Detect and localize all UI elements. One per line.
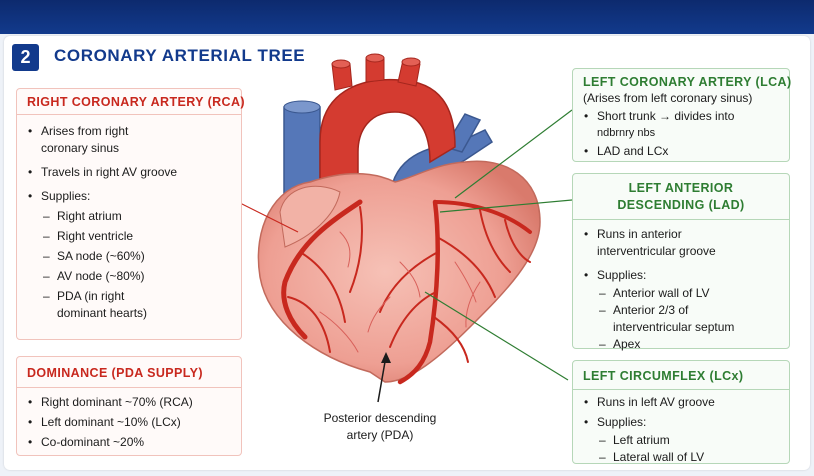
- lcx-box: LEFT CIRCUMFLEX (LCx) Runs in left AV gr…: [572, 360, 790, 464]
- lca-item-trunk: Short trunk → divides into ndbrnry nbs: [583, 108, 779, 142]
- rca-supply-right-atrium: Right atrium: [27, 208, 231, 225]
- lca-subtitle: (Arises from left coronary sinus): [573, 91, 789, 106]
- rca-supply-av-node: AV node (~80%): [27, 268, 231, 285]
- rca-pda-line1: PDA (in right: [57, 289, 124, 303]
- rca-arises-line1: Arises from right: [41, 124, 128, 138]
- lcx-item-runs: Runs in left AV groove: [583, 394, 779, 411]
- lca-pointer-line: [455, 110, 572, 198]
- rca-supply-pda: PDA (in right dominant hearts): [27, 288, 231, 322]
- rca-title: RIGHT CORONARY ARTERY (RCA): [17, 89, 241, 115]
- lad-septum-line2: interventricular septum: [613, 319, 779, 336]
- rca-arises-line2: coronary sinus: [41, 140, 231, 157]
- rca-pda-line2: dominant hearts): [57, 305, 231, 322]
- lcx-supply-lateral-wall: Lateral wall of LV: [583, 449, 779, 466]
- rca-item-travels: Travels in right AV groove: [27, 164, 231, 181]
- lad-runs-line2: interventricular groove: [597, 243, 779, 260]
- lad-title: LEFT ANTERIOR DESCENDING (LAD): [573, 174, 789, 220]
- lcx-title: LEFT CIRCUMFLEX (LCx): [573, 361, 789, 390]
- lad-supply-anterior-wall: Anterior wall of LV: [583, 285, 779, 302]
- dominance-co: Co-dominant ~20%: [27, 434, 231, 451]
- pda-label-line2: artery (PDA): [300, 427, 460, 444]
- rca-item-supplies: Supplies:: [27, 188, 231, 205]
- dominance-title: DOMINANCE (PDA SUPPLY): [17, 357, 241, 388]
- rca-list: Arises from right coronary sinus Travels …: [17, 115, 241, 322]
- lad-supply-apex: Apex: [583, 336, 779, 353]
- lca-title: LEFT CORONARY ARTERY (LCA): [573, 69, 789, 91]
- rca-box: RIGHT CORONARY ARTERY (RCA) Arises from …: [16, 88, 242, 340]
- dominance-right: Right dominant ~70% (RCA): [27, 394, 231, 411]
- pda-label-line1: Posterior descending: [300, 410, 460, 427]
- lad-runs-line1: Runs in anterior: [597, 227, 682, 241]
- rca-item-arises: Arises from right coronary sinus: [27, 123, 231, 157]
- lca-trunk-line1: Short trunk → divides into: [597, 109, 734, 123]
- dominance-box: DOMINANCE (PDA SUPPLY) Right dominant ~7…: [16, 356, 242, 456]
- lcx-supply-left-atrium: Left atrium: [583, 432, 779, 449]
- pda-label: Posterior descending artery (PDA): [300, 410, 460, 444]
- rca-supply-sa-node: SA node (~60%): [27, 248, 231, 265]
- lad-item-supplies: Supplies:: [583, 267, 779, 284]
- lcx-pointer-line: [425, 292, 568, 380]
- lca-list: Short trunk → divides into ndbrnry nbs LA…: [573, 106, 789, 160]
- lad-septum-line1: Anterior 2/3 of: [613, 303, 688, 317]
- dominance-left: Left dominant ~10% (LCx): [27, 414, 231, 431]
- lad-box: LEFT ANTERIOR DESCENDING (LAD) Runs in an…: [572, 173, 790, 349]
- rca-supply-right-ventricle: Right ventricle: [27, 228, 231, 245]
- lad-title-line2: DESCENDING (LAD): [617, 198, 744, 212]
- lad-supply-septum: Anterior 2/3 of interventricular septum: [583, 302, 779, 336]
- pda-arrow-head: [381, 352, 391, 363]
- lad-title-line1: LEFT ANTERIOR: [629, 181, 734, 195]
- lcx-item-supplies: Supplies:: [583, 414, 779, 431]
- lca-box: LEFT CORONARY ARTERY (LCA) (Arises from …: [572, 68, 790, 162]
- dominance-list: Right dominant ~70% (RCA) Left dominant …: [17, 388, 241, 451]
- lad-pointer-line: [440, 200, 572, 212]
- lca-item-branches: LAD and LCx: [583, 143, 779, 160]
- lcx-list: Runs in left AV groove Supplies: Left at…: [573, 390, 789, 466]
- lad-item-runs: Runs in anterior interventricular groove: [583, 226, 779, 260]
- lca-trunk-line2: ndbrnry nbs: [597, 125, 779, 142]
